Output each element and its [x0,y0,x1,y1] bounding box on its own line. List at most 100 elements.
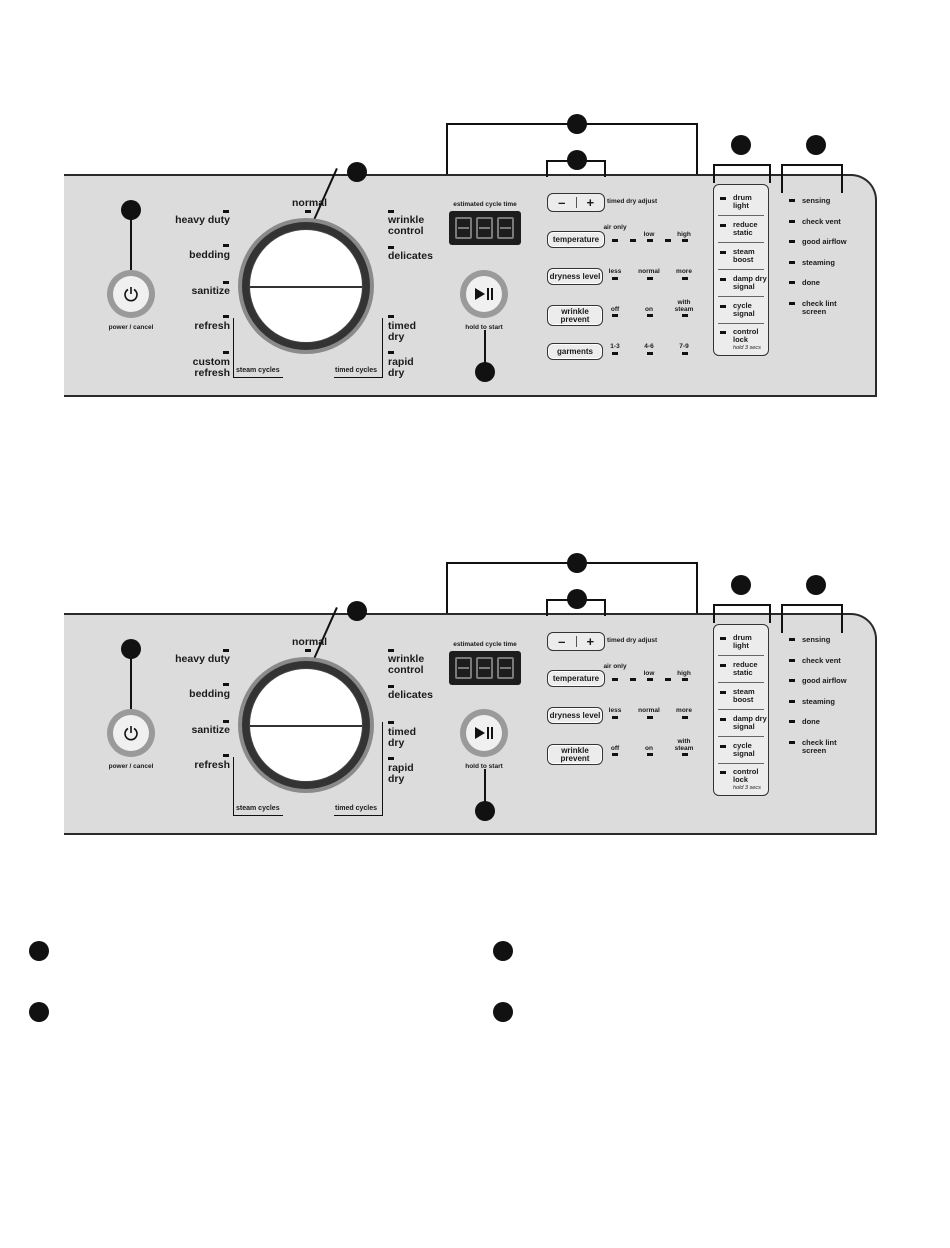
opt-low: low [643,231,655,238]
temperature-button[interactable]: temperature [547,231,605,248]
cycle-wrinkle-control-2[interactable]: wrinkle control [388,653,425,676]
dial-knob[interactable] [249,229,363,343]
cycle-dial-2[interactable] [238,657,374,793]
power-button[interactable] [107,270,155,318]
cycle-sanitize-2[interactable]: sanitize [191,724,230,736]
plus-icon[interactable]: + [586,195,595,210]
power-label: power / cancel [108,324,154,331]
options-panel-2: drum light reduce static steam boost dam… [713,624,769,796]
time-display [449,211,521,245]
garments-button[interactable]: garments [547,343,603,360]
status-good-airflow-2: good airflow [789,677,847,685]
cycle-refresh[interactable]: refresh [194,320,230,332]
timed-cycles-label: timed cycles [335,367,378,374]
bracket-status [781,164,843,193]
opt-air-only: air only [603,224,627,231]
cycle-delicates-2[interactable]: delicates [388,689,433,701]
callout-start [475,362,495,382]
option-reduce-static[interactable]: reduce static [733,220,758,237]
opt-normal-2: normal [638,707,660,714]
option-damp-dry-signal-2[interactable]: damp dry signal [733,714,767,731]
time-display-2 [449,651,521,685]
bracket-cycle-controls [446,123,698,174]
steam-cycles-label: steam cycles [236,367,280,374]
timed-cycles-label-2: timed cycles [335,805,378,812]
legend-callout-3 [493,941,513,961]
power-icon [124,726,138,741]
opt-on: on [645,306,653,313]
power-icon [124,287,138,302]
opt-less-2: less [608,707,622,714]
start-pause-button[interactable] [460,270,508,318]
option-drum-light-2[interactable]: drum light [733,633,752,650]
option-drum-light[interactable]: drum light [733,193,752,210]
status-check-vent: check vent [789,218,841,226]
leader-start [484,330,486,364]
cycle-rapid-dry[interactable]: rapid dry [388,356,414,379]
bracket-status-2 [781,604,843,633]
wrinkle-prevent-button-2[interactable]: wrinkle prevent [547,744,603,765]
bracket-cycle-controls-2 [446,562,698,613]
legend-callout-2 [29,1002,49,1022]
cycle-dial[interactable] [238,218,374,354]
temperature-button-2[interactable]: temperature [547,670,605,687]
dryness-level-button[interactable]: dryness level [547,268,603,285]
cycle-normal[interactable]: normal [292,197,328,209]
status-check-vent-2: check vent [789,657,841,665]
dryness-level-button-2[interactable]: dryness level [547,707,603,724]
cycle-timed-dry[interactable]: timed dry [388,320,417,343]
cycle-heavy-duty-2[interactable]: heavy duty [175,653,230,665]
timed-dry-adjust-label: timed dry adjust [607,198,658,205]
hold-to-start-label-2: hold to start [465,763,503,770]
opt-1-3: 1-3 [610,343,620,350]
cycle-wrinkle-control[interactable]: wrinkle control [388,214,425,237]
option-cycle-signal[interactable]: cycle signal [733,301,755,318]
option-damp-dry-signal[interactable]: damp dry signal [733,274,767,291]
play-pause-icon [475,727,493,739]
option-steam-boost[interactable]: steam boost [733,247,755,264]
wrinkle-prevent-button[interactable]: wrinkle prevent [547,305,603,326]
status-steaming-2: steaming [789,698,835,706]
opt-more-2: more [676,707,692,714]
cycle-timed-dry-2[interactable]: timed dry [388,726,417,749]
cycle-bedding[interactable]: bedding [189,249,230,261]
legend-callout-1 [29,941,49,961]
legend-callout-4 [493,1002,513,1022]
callout-options [731,135,751,155]
cycle-heavy-duty[interactable]: heavy duty [175,214,230,226]
cycle-sanitize[interactable]: sanitize [191,285,230,297]
cycle-custom-refresh[interactable]: custom refresh [192,356,230,379]
options-panel: drum light reduce static steam boost dam… [713,184,769,356]
opt-with-steam-2: with steam [674,738,694,752]
status-check-lint-screen-2: check lint screen [789,739,842,755]
opt-7-9: 7-9 [679,343,689,350]
callout-status [806,135,826,155]
power-button-2[interactable] [107,709,155,757]
option-steam-boost-2[interactable]: steam boost [733,687,755,704]
estimated-time-label: estimated cycle time [453,201,517,208]
cycle-rapid-dry-2[interactable]: rapid dry [388,762,414,785]
estimated-time-label-2: estimated cycle time [453,641,517,648]
start-pause-button-2[interactable] [460,709,508,757]
minus-icon[interactable]: – [558,195,566,210]
option-reduce-static-2[interactable]: reduce static [733,660,758,677]
steam-cycles-label-2: steam cycles [236,805,280,812]
cycle-delicates[interactable]: delicates [388,250,433,262]
leader-power-2 [130,649,132,709]
opt-air-only-2: air only [603,663,627,670]
timed-dry-adjust-button[interactable]: –+ [547,193,605,212]
plus-icon[interactable]: + [586,634,595,649]
option-cycle-signal-2[interactable]: cycle signal [733,741,755,758]
cycle-refresh-2[interactable]: refresh [194,759,230,771]
opt-high-2: high [677,670,691,677]
dial-knob-2[interactable] [249,668,363,782]
status-sensing: sensing [789,197,830,205]
minus-icon[interactable]: – [558,634,566,649]
leader-power [130,210,132,270]
cycle-normal-2[interactable]: normal [292,636,328,648]
timed-dry-adjust-button-2[interactable]: –+ [547,632,605,651]
callout-options-2 [731,575,751,595]
cycle-bedding-2[interactable]: bedding [189,688,230,700]
